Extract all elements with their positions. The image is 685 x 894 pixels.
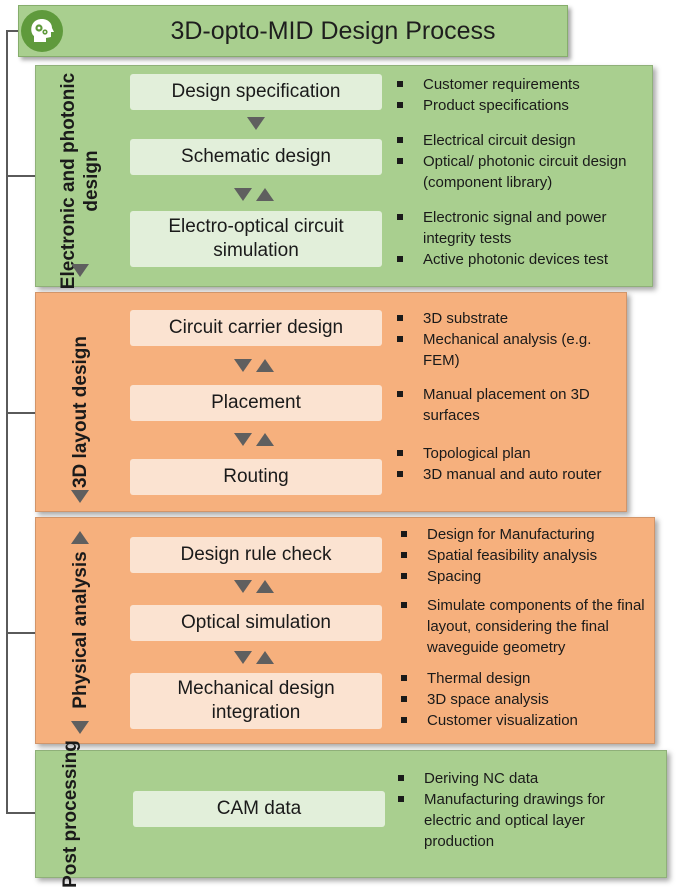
note-item: Optical/ photonic circuit design (compon… bbox=[395, 151, 655, 193]
connector-title bbox=[6, 30, 19, 32]
step-mechanical-design-integration-label: Mechanical design integration bbox=[177, 678, 335, 723]
section-label-post-processing: Post processing bbox=[59, 740, 81, 888]
note-item: Customer requirements bbox=[395, 74, 645, 95]
section-arrow-down bbox=[71, 264, 89, 277]
step-circuit-carrier-design: Circuit carrier design bbox=[130, 310, 382, 346]
notes-cam-data: Deriving NC data Manufacturing drawings … bbox=[396, 768, 641, 852]
note-item: 3D space analysis bbox=[399, 689, 649, 710]
note-item: Electronic signal and power integrity te… bbox=[395, 207, 645, 249]
step-design-rule-check: Design rule check bbox=[130, 537, 382, 573]
arrow-up bbox=[256, 359, 274, 372]
note-item: Product specifications bbox=[395, 95, 645, 116]
arrow-down bbox=[234, 188, 252, 201]
step-schematic-design: Schematic design bbox=[130, 139, 382, 175]
arrow-down bbox=[234, 433, 252, 446]
step-electro-optical-simulation-label: Electro-optical circuit simulation bbox=[168, 216, 344, 261]
connector-section-3 bbox=[6, 632, 36, 634]
section-label-electronic-photonic: Electronic and photonic design bbox=[58, 72, 102, 290]
note-item: 3D substrate bbox=[395, 308, 615, 329]
section-label-physical-analysis: Physical analysis bbox=[69, 551, 91, 709]
notes-placement: Manual placement on 3D surfaces bbox=[395, 384, 620, 426]
note-item: Thermal design bbox=[399, 668, 649, 689]
notes-design-rule-check: Design for Manufacturing Spatial feasibi… bbox=[399, 524, 649, 587]
notes-design-specification: Customer requirements Product specificat… bbox=[395, 74, 645, 116]
step-placement: Placement bbox=[130, 385, 382, 421]
section-arrow-up bbox=[71, 531, 89, 544]
section-arrow-down bbox=[71, 490, 89, 503]
step-electro-optical-simulation: Electro-optical circuit simulation bbox=[130, 211, 382, 267]
note-item: Design for Manufacturing bbox=[399, 524, 649, 545]
note-item: Active photonic devices test bbox=[395, 249, 653, 270]
arrow-down bbox=[234, 580, 252, 593]
title-box: 3D-opto-MID Design Process bbox=[18, 5, 568, 57]
connector-section-1 bbox=[6, 175, 36, 177]
arrow-down bbox=[247, 117, 265, 130]
note-item: Deriving NC data bbox=[396, 768, 641, 789]
note-item: Manual placement on 3D surfaces bbox=[395, 384, 613, 426]
step-mechanical-design-integration: Mechanical design integration bbox=[130, 673, 382, 729]
arrow-up bbox=[256, 651, 274, 664]
connector-trunk bbox=[6, 30, 8, 813]
arrow-up bbox=[256, 433, 274, 446]
arrow-up bbox=[256, 188, 274, 201]
head-with-gears-icon bbox=[20, 9, 64, 53]
note-item: Spacing bbox=[399, 566, 649, 587]
notes-routing: Topological plan 3D manual and auto rout… bbox=[395, 443, 620, 485]
notes-schematic-design: Electrical circuit design Optical/ photo… bbox=[395, 130, 665, 193]
step-routing: Routing bbox=[130, 459, 382, 495]
note-item: Electrical circuit design bbox=[395, 130, 665, 151]
notes-mechanical-design: Thermal design 3D space analysis Custome… bbox=[399, 668, 649, 731]
step-cam-data: CAM data bbox=[133, 791, 385, 827]
notes-optical-simulation: Simulate components of the final layout,… bbox=[399, 595, 654, 658]
connector-section-2 bbox=[6, 412, 36, 414]
arrow-down bbox=[234, 359, 252, 372]
arrow-up bbox=[256, 580, 274, 593]
arrow-down bbox=[234, 651, 252, 664]
note-item: Manufacturing drawings for electric and … bbox=[396, 789, 634, 852]
note-item: Customer visualization bbox=[399, 710, 649, 731]
note-item: 3D manual and auto router bbox=[395, 464, 603, 485]
notes-electro-optical-simulation: Electronic signal and power integrity te… bbox=[395, 207, 653, 270]
section-arrow-down bbox=[71, 721, 89, 734]
note-item: Mechanical analysis (e.g. FEM) bbox=[395, 329, 593, 371]
note-item: Simulate components of the final layout,… bbox=[399, 595, 652, 658]
page-title: 3D-opto-MID Design Process bbox=[170, 17, 496, 45]
step-optical-simulation: Optical simulation bbox=[130, 605, 382, 641]
connector-section-4 bbox=[6, 812, 36, 814]
section-label-3d-layout: 3D layout design bbox=[69, 335, 91, 489]
note-item: Topological plan bbox=[395, 443, 620, 464]
note-item: Spatial feasibility analysis bbox=[399, 545, 649, 566]
notes-circuit-carrier: 3D substrate Mechanical analysis (e.g. F… bbox=[395, 308, 615, 371]
step-design-specification: Design specification bbox=[130, 74, 382, 110]
